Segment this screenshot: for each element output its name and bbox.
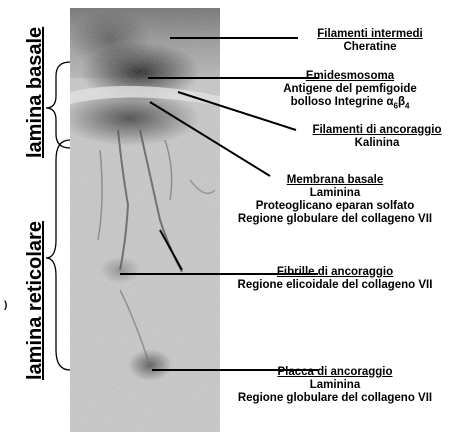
annotation-filamenti-ancoraggio: Filamenti di ancoraggio Kalinina xyxy=(290,124,464,150)
annotation-line: Proteoglicano eparan solfato xyxy=(210,200,460,213)
annotation-membrana-basale: Membrana basale Laminina Proteoglicano e… xyxy=(210,174,460,226)
lamina-basale-label: lamina basale xyxy=(24,27,47,158)
annotation-line: Cheratine xyxy=(300,41,440,54)
brace-lamina-basale xyxy=(46,62,70,148)
annotation-line: Regione elicoidale del collageno VII xyxy=(210,279,460,292)
beta-text: β xyxy=(398,96,405,108)
annotation-line: Laminina xyxy=(210,187,460,200)
annotation-title: Membrana basale xyxy=(210,174,460,187)
annotation-filamenti-intermedi: Filamenti intermedi Cheratine xyxy=(300,28,440,54)
integrine-sub-4: 4 xyxy=(405,101,409,110)
annotation-line: Laminina xyxy=(210,379,460,392)
brace-lamina-reticolare xyxy=(46,140,70,370)
stray-mark: ) xyxy=(4,300,7,311)
annotation-fibrille-ancoraggio: Fibrille di ancoraggio Regione elicoidal… xyxy=(210,266,460,292)
integrine-text: bolloso Integrine α xyxy=(291,96,394,108)
annotation-line: Regione globulare del collageno VII xyxy=(210,213,460,226)
annotation-title: Fibrille di ancoraggio xyxy=(210,266,460,279)
annotation-title: Emidesmosoma xyxy=(250,70,450,83)
annotation-line: Regione globulare del collageno VII xyxy=(210,392,460,405)
annotation-placca-ancoraggio: Placca di ancoraggio Laminina Regione gl… xyxy=(210,366,460,405)
annotation-emidesmosoma: Emidesmosoma Antigene del pemfigoide bol… xyxy=(250,70,450,112)
annotation-line-integrine: bolloso Integrine α6β4 xyxy=(250,96,450,112)
annotation-title: Placca di ancoraggio xyxy=(210,366,460,379)
annotation-title: Filamenti di ancoraggio xyxy=(290,124,464,137)
annotation-line: Antigene del pemfigoide xyxy=(250,83,450,96)
micrograph xyxy=(60,8,220,432)
lamina-reticolare-label: lamina reticolare xyxy=(24,221,47,380)
annotation-title: Filamenti intermedi xyxy=(300,28,440,41)
annotation-line: Kalinina xyxy=(290,137,464,150)
